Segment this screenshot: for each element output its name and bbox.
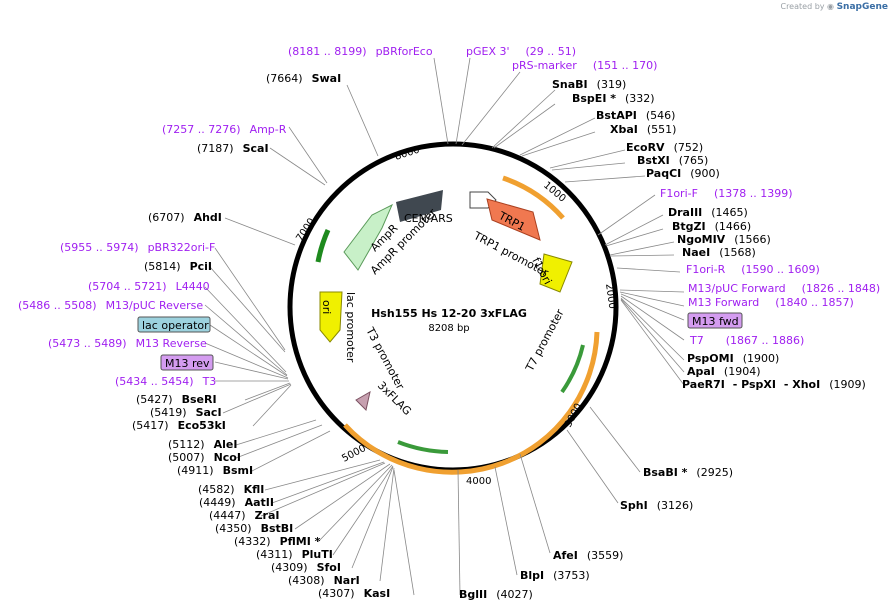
primer-label: (5434 .. 5454)T3 bbox=[115, 375, 216, 388]
enzyme-label: SnaBI(319) bbox=[552, 78, 626, 91]
primer-label: F1ori-R(1590 .. 1609) bbox=[686, 263, 820, 276]
tick-label: 2000 bbox=[603, 283, 617, 310]
tick-label: 8000 bbox=[394, 145, 422, 163]
enzyme-label: (4582)KflI bbox=[198, 483, 264, 496]
enzyme-label: NgoMIV(1566) bbox=[677, 233, 771, 246]
tick-label: 4000 bbox=[466, 476, 491, 487]
enzyme-label: (5417)Eco53kI bbox=[132, 419, 226, 432]
enzyme-label: PaqCI(900) bbox=[646, 167, 720, 180]
enzyme-label: EcoRV(752) bbox=[626, 141, 703, 154]
primer-label: (5486 .. 5508)M13/pUC Reverse bbox=[18, 299, 203, 312]
enzyme-label: (5112)AleI bbox=[168, 438, 237, 451]
feature-label-lac-promoter: lac promoter bbox=[344, 292, 357, 363]
enzyme-label: (7664)SwaI bbox=[266, 72, 341, 85]
enzyme-label: (4332)PflMI * bbox=[234, 535, 321, 548]
primer-label: (7257 .. 7276)Amp-R bbox=[162, 123, 287, 136]
feature-arc bbox=[343, 331, 600, 475]
primer-label: (5704 .. 5721)L4440 bbox=[88, 280, 210, 293]
plasmid-name: Hsh155 Hs 12-20 3xFLAG bbox=[371, 307, 527, 320]
trp1-glyph bbox=[486, 198, 541, 241]
enzyme-label: BsaBI *(2925) bbox=[643, 466, 733, 479]
ori-glyph bbox=[319, 291, 343, 343]
primer-label: T7(1867 .. 1886) bbox=[689, 334, 804, 347]
enzyme-label: BtgZI(1466) bbox=[672, 220, 751, 233]
enzyme-label: BstAPI(546) bbox=[596, 109, 675, 122]
f1-ori-glyph bbox=[539, 253, 573, 293]
m13-fwd-label: M13 fwd bbox=[692, 315, 739, 328]
primer-label: M13/pUC Forward(1826 .. 1848) bbox=[688, 282, 880, 295]
enzyme-label: (4449)AatII bbox=[199, 496, 274, 509]
brand-name: SnapGene bbox=[836, 2, 888, 12]
feature-arc bbox=[397, 440, 449, 454]
primer-label: M13 Forward(1840 .. 1857) bbox=[688, 296, 854, 309]
m13-rev-label: M13 rev bbox=[165, 357, 210, 370]
primer-label: (5473 .. 5489)M13 Reverse bbox=[48, 337, 207, 350]
enzyme-label: BstXI(765) bbox=[637, 154, 708, 167]
cen-ars-glyph bbox=[396, 190, 443, 222]
plasmid-size: 8208 bp bbox=[428, 323, 469, 334]
enzyme-label: BspEI *(332) bbox=[572, 92, 655, 105]
enzyme-label: (5427)BseRI bbox=[136, 393, 217, 406]
enzyme-label: BglII(4027) bbox=[459, 588, 533, 601]
enzyme-label: PspOMI(1900) bbox=[687, 352, 779, 365]
primer-label: (5955 .. 5974)pBR322ori-F bbox=[60, 241, 215, 254]
m13-fwd-box bbox=[687, 312, 743, 329]
enzyme-label: NaeI(1568) bbox=[682, 246, 756, 259]
enzyme-label: (5419)SacI bbox=[150, 406, 222, 419]
3xflag-glyph bbox=[355, 391, 371, 411]
lac-operator-label: lac operator bbox=[142, 319, 209, 332]
enzyme-label: (4309)SfoI bbox=[271, 561, 341, 574]
feature-arc bbox=[560, 344, 585, 394]
enzyme-label: AfeI(3559) bbox=[553, 549, 623, 562]
enzyme-label: (4311)PluTI bbox=[256, 548, 333, 561]
ampr-glyph bbox=[343, 203, 394, 271]
enzyme-label: (4447)ZraI bbox=[209, 509, 280, 522]
enzyme-label: BlpI(3753) bbox=[520, 569, 590, 582]
enzyme-label: (6707)AhdI bbox=[148, 211, 222, 224]
feature-arc bbox=[315, 228, 331, 263]
feature-label-t7-promoter: T7 promoter bbox=[523, 307, 567, 375]
attribution-label: Created by bbox=[780, 2, 825, 11]
tick-label: 7000 bbox=[294, 216, 317, 243]
tick-label: 5000 bbox=[340, 443, 368, 465]
enzyme-label: PaeR7I - PspXI - XhoI(1909) bbox=[682, 378, 866, 391]
enzyme-label: (5007)NcoI bbox=[168, 451, 241, 464]
enzyme-label: XbaI(551) bbox=[610, 123, 676, 136]
enzyme-label: (4307)KasI bbox=[318, 587, 390, 600]
enzyme-label: (5814)PciI bbox=[144, 260, 212, 273]
m13-rev-box bbox=[160, 354, 214, 371]
feature-label-cen-ars: CEN/ARS bbox=[404, 212, 453, 225]
primer-label: pGEX 3'(29 .. 51) bbox=[466, 45, 576, 58]
feature-label-ori: ori bbox=[320, 300, 333, 314]
enzyme-label: (4911)BsmI bbox=[177, 464, 253, 477]
feature-arc bbox=[502, 175, 565, 220]
leader-lines bbox=[204, 57, 685, 596]
enzyme-label: DraIII(1465) bbox=[668, 206, 748, 219]
primer-label: F1ori-F(1378 .. 1399) bbox=[660, 187, 793, 200]
enzyme-label: SphI(3126) bbox=[620, 499, 693, 512]
enzyme-label: (4350)BstBI bbox=[215, 522, 293, 535]
enzyme-label: ApaI(1904) bbox=[687, 365, 760, 378]
enzyme-label: (4308)NarI bbox=[288, 574, 360, 587]
enzyme-label: (7187)ScaI bbox=[197, 142, 269, 155]
attribution: Created by ◉ SnapGene bbox=[780, 2, 888, 12]
lac-operator-box bbox=[137, 316, 211, 333]
primer-label: (8181 .. 8199)pBRforEco bbox=[288, 45, 433, 58]
primer-label: pRS-marker(151 .. 170) bbox=[512, 59, 657, 72]
snapgene-logo-icon: ◉ bbox=[827, 2, 835, 11]
